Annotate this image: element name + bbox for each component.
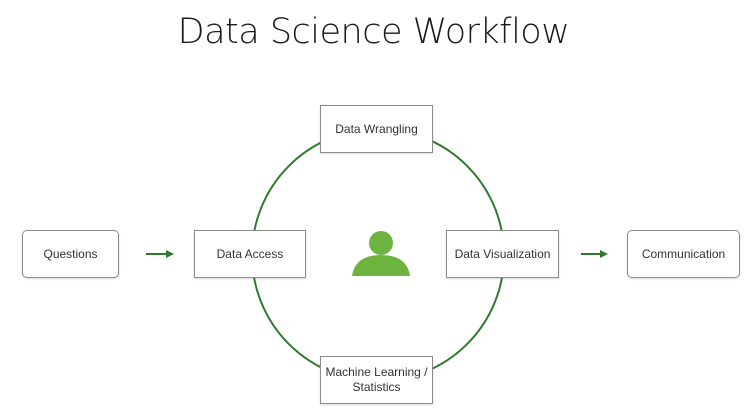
node-machine-learning: Machine Learning / Statistics	[320, 356, 433, 404]
node-data-access: Data Access	[194, 230, 306, 278]
node-data-visualization: Data Visualization	[446, 230, 559, 278]
diagram-title: Data Science Workflow	[177, 12, 570, 52]
person-icon	[352, 231, 410, 276]
node-communication: Communication	[627, 230, 740, 278]
node-questions: Questions	[22, 230, 119, 278]
node-data-wrangling: Data Wrangling	[320, 105, 433, 153]
